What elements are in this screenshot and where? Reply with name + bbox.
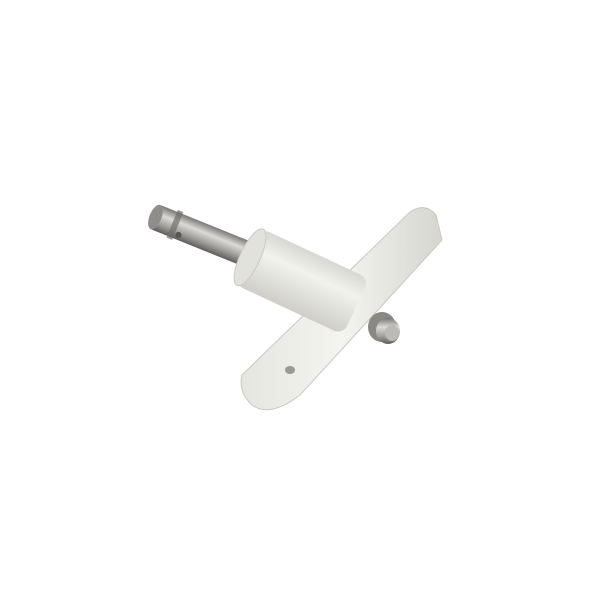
handle-hole	[285, 366, 295, 374]
cross-pin	[368, 312, 400, 344]
handle-body	[233, 228, 366, 332]
steel-shaft	[148, 204, 260, 269]
